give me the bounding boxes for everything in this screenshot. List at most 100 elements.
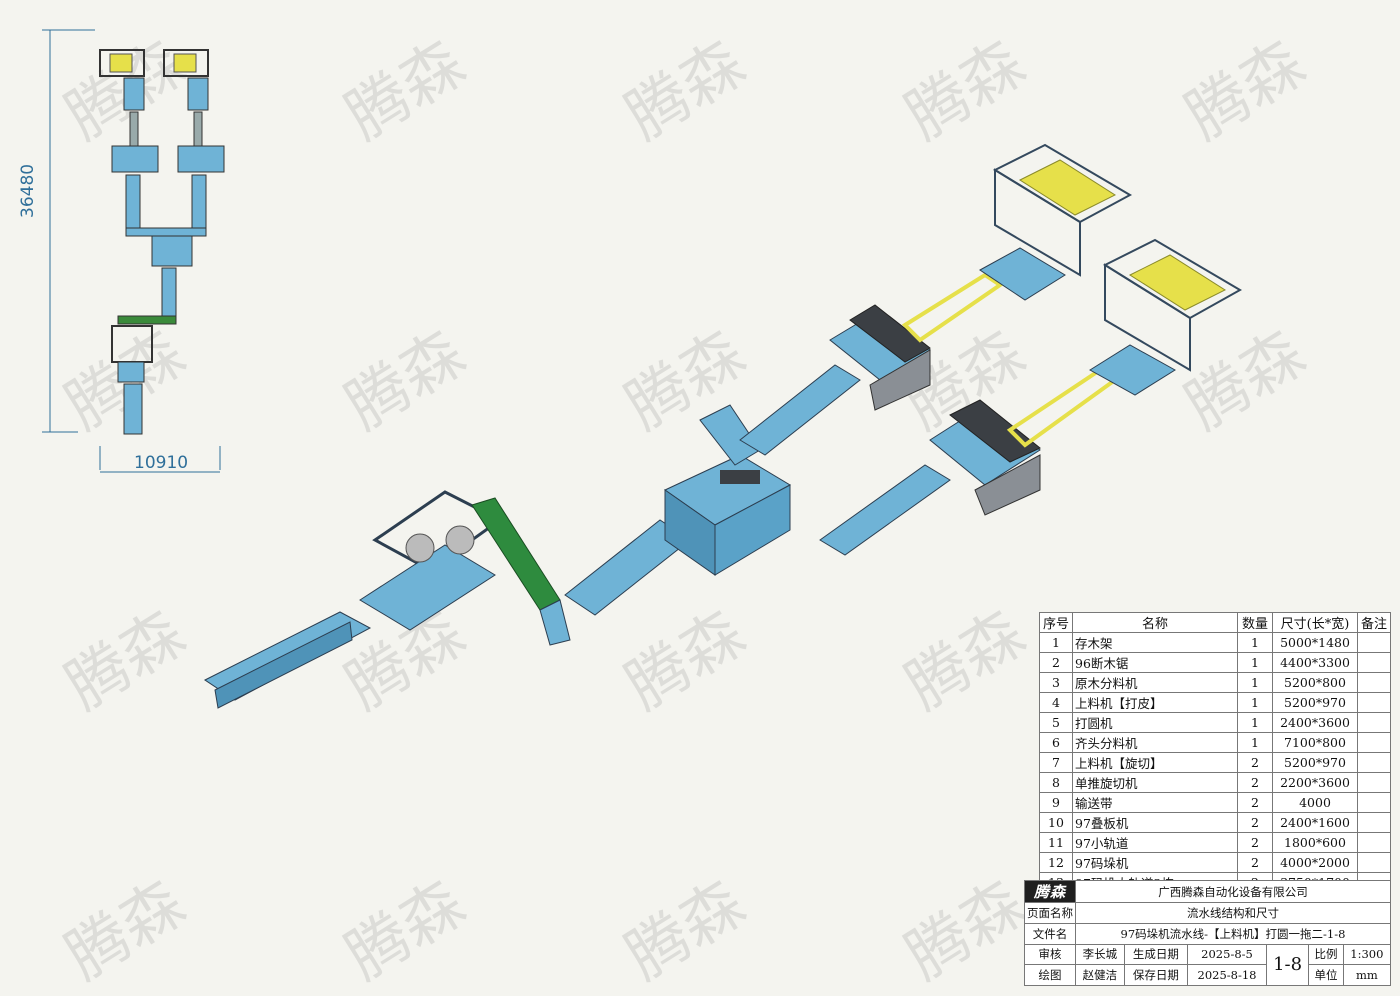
row-no: 7: [1039, 752, 1073, 773]
row-remark: [1357, 752, 1391, 773]
row-name: 齐头分料机: [1072, 732, 1238, 753]
drafter-label: 绘图: [1024, 964, 1076, 987]
row-size: 5200*970: [1272, 752, 1358, 773]
row-name: 原木分料机: [1072, 672, 1238, 693]
row-remark: [1357, 832, 1391, 853]
row-qty: 1: [1237, 712, 1273, 733]
row-qty: 1: [1237, 632, 1273, 653]
file-name-label: 文件名: [1024, 922, 1076, 945]
created-label: 生成日期: [1123, 943, 1188, 966]
saved-label: 保存日期: [1123, 964, 1188, 987]
isometric-view: [204, 143, 1243, 709]
row-no: 12: [1039, 852, 1073, 873]
row-size: 7100*800: [1272, 732, 1358, 753]
row-remark: [1357, 852, 1391, 873]
row-name: 上料机【打皮】: [1072, 692, 1238, 713]
row-name: 97码垛机: [1072, 852, 1238, 873]
row-size: 1800*600: [1272, 832, 1358, 853]
row-remark: [1357, 692, 1391, 713]
row-no: 6: [1039, 732, 1073, 753]
scale: 1:300: [1342, 943, 1392, 966]
row-no: 9: [1039, 792, 1073, 813]
header-name: 名称: [1072, 612, 1238, 633]
row-size: 4000: [1272, 792, 1358, 813]
row-qty: 2: [1237, 752, 1273, 773]
row-size: 4400*3300: [1272, 652, 1358, 673]
row-size: 2200*3600: [1272, 772, 1358, 793]
drafter: 赵健洁: [1075, 964, 1125, 987]
row-qty: 2: [1237, 852, 1273, 873]
row-no: 10: [1039, 812, 1073, 833]
row-remark: [1357, 732, 1391, 753]
row-name: 97小轨道: [1072, 832, 1238, 853]
row-no: 4: [1039, 692, 1073, 713]
scale-label: 比例: [1308, 943, 1344, 966]
created-date: 2025-8-5: [1186, 943, 1268, 966]
row-name: 单推旋切机: [1072, 772, 1238, 793]
header-no: 序号: [1039, 612, 1073, 633]
row-size: 5200*970: [1272, 692, 1358, 713]
row-no: 5: [1039, 712, 1073, 733]
row-remark: [1357, 632, 1391, 653]
row-name: 97叠板机: [1072, 812, 1238, 833]
row-qty: 2: [1237, 812, 1273, 833]
row-no: 1: [1039, 632, 1073, 653]
unit-label: 单位: [1308, 964, 1344, 987]
reviewer-label: 审核: [1024, 943, 1076, 966]
sheet-number: 1-8: [1266, 943, 1310, 987]
plan-view: [42, 29, 225, 473]
saved-date: 2025-8-18: [1186, 964, 1268, 987]
row-name: 打圆机: [1072, 712, 1238, 733]
header-qty: 数量: [1237, 612, 1273, 633]
row-name: 上料机【旋切】: [1072, 752, 1238, 773]
company-name: 广西腾森自动化设备有限公司: [1075, 880, 1391, 903]
row-size: 2400*1600: [1272, 812, 1358, 833]
unit: mm: [1342, 964, 1392, 987]
row-size: 4000*2000: [1272, 852, 1358, 873]
length-dimension: 36480: [18, 163, 38, 218]
row-no: 8: [1039, 772, 1073, 793]
row-remark: [1357, 772, 1391, 793]
row-name: 输送带: [1072, 792, 1238, 813]
row-name: 96断木锯: [1072, 652, 1238, 673]
file-name: 97码垛机流水线-【上料机】打圆一拖二-1-8: [1075, 922, 1391, 945]
row-qty: 1: [1237, 672, 1273, 693]
page-name-label: 页面名称: [1024, 902, 1076, 924]
header-remark: 备注: [1357, 612, 1391, 633]
row-size: 5000*1480: [1272, 632, 1358, 653]
title-block: 腾森 广西腾森自动化设备有限公司 页面名称 流水线结构和尺寸 文件名 97码垛机…: [1024, 880, 1392, 987]
row-no: 2: [1039, 652, 1073, 673]
parts-table-header: 序号 名称 数量 尺寸(长*宽) 备注: [1039, 612, 1391, 633]
row-remark: [1357, 712, 1391, 733]
row-remark: [1357, 672, 1391, 693]
row-name: 存木架: [1072, 632, 1238, 653]
row-qty: 2: [1237, 772, 1273, 793]
row-qty: 2: [1237, 792, 1273, 813]
row-no: 3: [1039, 672, 1073, 693]
page-name: 流水线结构和尺寸: [1075, 902, 1391, 924]
row-qty: 1: [1237, 652, 1273, 673]
row-qty: 2: [1237, 832, 1273, 853]
row-qty: 1: [1237, 732, 1273, 753]
width-dimension: 10910: [134, 453, 189, 473]
row-no: 11: [1039, 832, 1073, 853]
header-size: 尺寸(长*宽): [1272, 612, 1358, 633]
row-remark: [1357, 792, 1391, 813]
row-remark: [1357, 812, 1391, 833]
reviewer: 李长城: [1075, 943, 1125, 966]
row-qty: 1: [1237, 692, 1273, 713]
